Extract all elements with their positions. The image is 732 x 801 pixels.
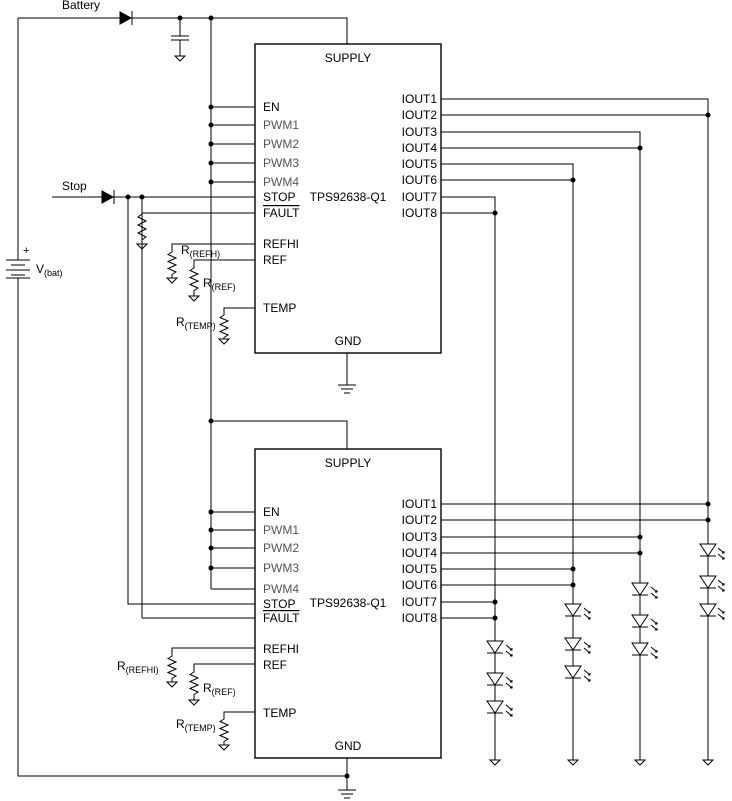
stop-diode <box>101 190 115 204</box>
chip1-pwm4-pin: PWM4 <box>263 175 299 189</box>
iout-wiring <box>441 98 711 637</box>
battery-label: Battery <box>62 0 100 12</box>
chip1-fault-pin: FAULT <box>263 206 300 220</box>
led-string-a <box>486 637 513 766</box>
chip2-en-pin: EN <box>263 505 280 519</box>
chip1-iout2-pin: IOUT2 <box>402 108 438 122</box>
chip1-supply-pin: SUPPLY <box>325 51 371 65</box>
chip2-pwm1-pin: PWM1 <box>263 523 299 537</box>
r-ref-1-label: R(REF) <box>203 276 236 292</box>
r-temp-1-label: R(TEMP) <box>176 315 216 331</box>
chip2-stop-pin: STOP <box>263 597 295 611</box>
chip1-refhi-pin: REFHI <box>263 237 299 251</box>
vbat-label: V(bat) <box>36 262 63 278</box>
chip2-ref-pin: REF <box>263 658 287 672</box>
chip1-iout7-pin: IOUT7 <box>402 190 438 204</box>
chip1-pwm2-pin: PWM2 <box>263 137 299 151</box>
chip1-iout6-pin: IOUT6 <box>402 173 438 187</box>
chip2-iout2-pin: IOUT2 <box>402 513 438 527</box>
r-refh-label: R(REFH) <box>181 243 220 259</box>
chip1-resistors <box>165 243 255 345</box>
chip1-en-pin: EN <box>263 100 280 114</box>
chip1-iout1-pin: IOUT1 <box>402 92 438 106</box>
stop-label: Stop <box>62 179 87 193</box>
r-refhi-label: R(REFHI) <box>117 659 159 675</box>
chip-2: SUPPLY GND TPS92638-Q1 EN PWM1 PWM2 PWM3… <box>254 448 442 799</box>
chip2-iout3-pin: IOUT3 <box>402 530 438 544</box>
chip2-iout7-pin: IOUT7 <box>402 595 438 609</box>
chip1-iout4-pin: IOUT4 <box>402 141 438 155</box>
r-temp-2-label: R(TEMP) <box>176 717 216 733</box>
en-pwm-bus <box>208 18 348 590</box>
chip2-part-name: TPS92638-Q1 <box>310 596 387 610</box>
chip1-part-name: TPS92638-Q1 <box>310 190 387 204</box>
stop-input <box>52 190 255 619</box>
chip1-ref-pin: REF <box>263 253 287 267</box>
chip2-temp-pin: TEMP <box>263 706 296 720</box>
chip2-iout8-pin: IOUT8 <box>402 611 438 625</box>
chip2-pwm3-pin: PWM3 <box>263 561 299 575</box>
chip2-iout4-pin: IOUT4 <box>402 546 438 560</box>
chip1-temp-pin: TEMP <box>263 301 296 315</box>
chip1-gnd-pin: GND <box>335 334 362 348</box>
chip1-iout8-pin: IOUT8 <box>402 206 438 220</box>
vbat-plus-label: + <box>23 245 29 257</box>
chip2-refhi-pin: REFHI <box>263 642 299 656</box>
vbat-source: + V(bat) <box>6 245 63 279</box>
battery-capacitor <box>171 18 189 62</box>
chip1-pwm1-pin: PWM1 <box>263 118 299 132</box>
chip2-resistors <box>165 647 255 751</box>
chip2-iout1-pin: IOUT1 <box>402 497 438 511</box>
chip2-pwm2-pin: PWM2 <box>263 541 299 555</box>
led-string-c <box>631 579 658 766</box>
chip1-iout3-pin: IOUT3 <box>402 125 438 139</box>
led-string-d <box>699 541 725 766</box>
chip2-iout5-pin: IOUT5 <box>402 562 438 576</box>
led-string-b <box>564 600 591 766</box>
chip2-supply-pin: SUPPLY <box>325 456 371 470</box>
chip2-gnd-pin: GND <box>335 739 362 753</box>
chip2-fault-pin: FAULT <box>263 611 300 625</box>
chip2-iout6-pin: IOUT6 <box>402 578 438 592</box>
battery-diode <box>119 11 133 25</box>
r-ref-2-label: R(REF) <box>203 681 236 697</box>
chip1-iout5-pin: IOUT5 <box>402 157 438 171</box>
chip2-pwm4-pin: PWM4 <box>263 582 299 596</box>
chip-1: SUPPLY GND TPS92638-Q1 EN PWM1 PWM2 PWM3… <box>254 43 442 394</box>
chip1-stop-pin: STOP <box>263 190 295 204</box>
chip1-pwm3-pin: PWM3 <box>263 156 299 170</box>
